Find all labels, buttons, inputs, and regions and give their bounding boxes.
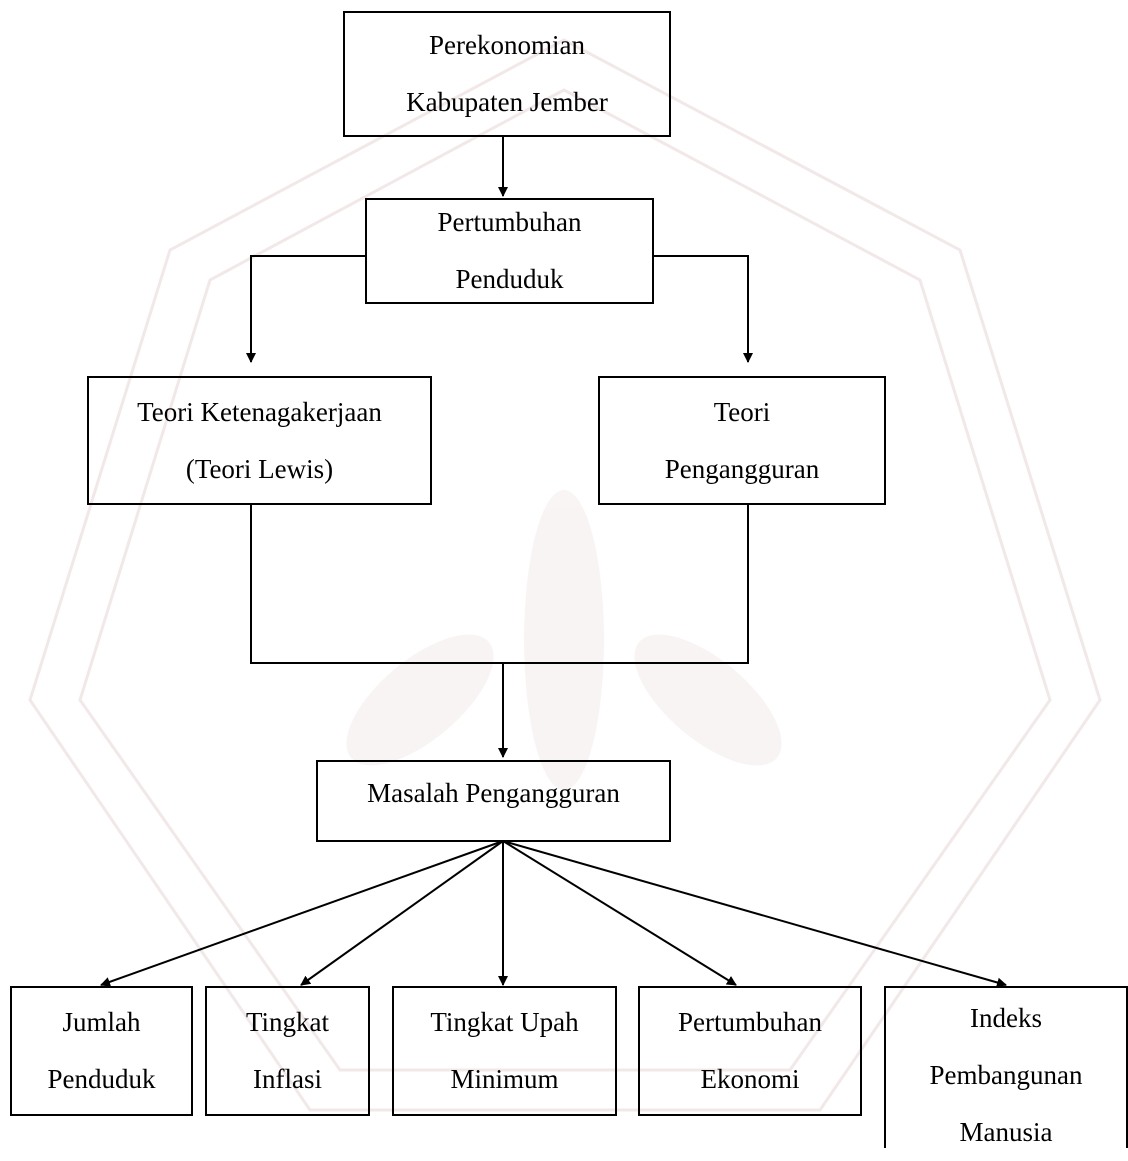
box-jumlah-line2: Penduduk [47, 1064, 156, 1094]
box-masalah-pengangguran: Masalah Pengangguran [316, 760, 671, 842]
arrow-growth-to-unemployment-theory [653, 255, 753, 363]
box-ipm-line3: Manusia [959, 1117, 1053, 1147]
box-jumlah-penduduk: Jumlah Penduduk [10, 986, 193, 1116]
box-inflasi-line2: Inflasi [253, 1064, 322, 1094]
arrow-problem-to-ipm [502, 840, 1007, 988]
box-upah-line1: Tingkat Upah [430, 1007, 579, 1037]
box-ekonomi-line1: Pertumbuhan [678, 1007, 822, 1037]
arrow-problem-to-tingkat-inflasi [300, 840, 504, 986]
box-tingkat-inflasi: Tingkat Inflasi [205, 986, 370, 1116]
box-ipm-line2: Pembangunan [929, 1060, 1083, 1090]
box-teori-ketenagakerjaan: Teori Ketenagakerjaan (Teori Lewis) [87, 376, 432, 505]
box-indeks-pembangunan-manusia: Indeks Pembangunan Manusia [884, 986, 1128, 1148]
box-teori-pengangguran-line1: Teori [713, 396, 771, 427]
box-pertumbuhan-line2: Penduduk [455, 264, 564, 294]
box-ipm-line1: Indeks [970, 1003, 1042, 1033]
box-jumlah-line1: Jumlah [62, 1007, 141, 1037]
box-teori-pengangguran-line2: Pengangguran [664, 453, 820, 484]
box-pertumbuhan-ekonomi: Pertumbuhan Ekonomi [638, 986, 862, 1116]
arrow-problem-to-pertumbuhan-ekonomi [502, 840, 737, 986]
box-ekonomi-line2: Ekonomi [700, 1064, 800, 1094]
box-teori-ketenagakerjaan-line1: Teori Ketenagakerjaan [137, 396, 382, 427]
arrow-problem-to-jumlah-penduduk [100, 840, 504, 987]
box-perekonomian-line1: Perekonomian [429, 30, 585, 60]
box-teori-pengangguran: Teori Pengangguran [598, 376, 886, 505]
box-teori-ketenagakerjaan-line2: (Teori Lewis) [185, 453, 334, 484]
box-inflasi-line1: Tingkat [245, 1007, 330, 1037]
box-tingkat-upah-minimum: Tingkat Upah Minimum [392, 986, 617, 1116]
box-upah-line2: Minimum [450, 1064, 559, 1094]
arrow-growth-to-labor-theory [246, 255, 366, 363]
merge-line [250, 504, 749, 664]
box-pertumbuhan-penduduk: Pertumbuhan Penduduk [365, 198, 654, 304]
box-perekonomian-line2: Kabupaten Jember [406, 87, 608, 117]
box-pertumbuhan-line1: Pertumbuhan [437, 207, 582, 237]
box-perekonomian: Perekonomian Kabupaten Jember [343, 11, 671, 137]
box-masalah-line1: Masalah Pengangguran [367, 778, 620, 808]
